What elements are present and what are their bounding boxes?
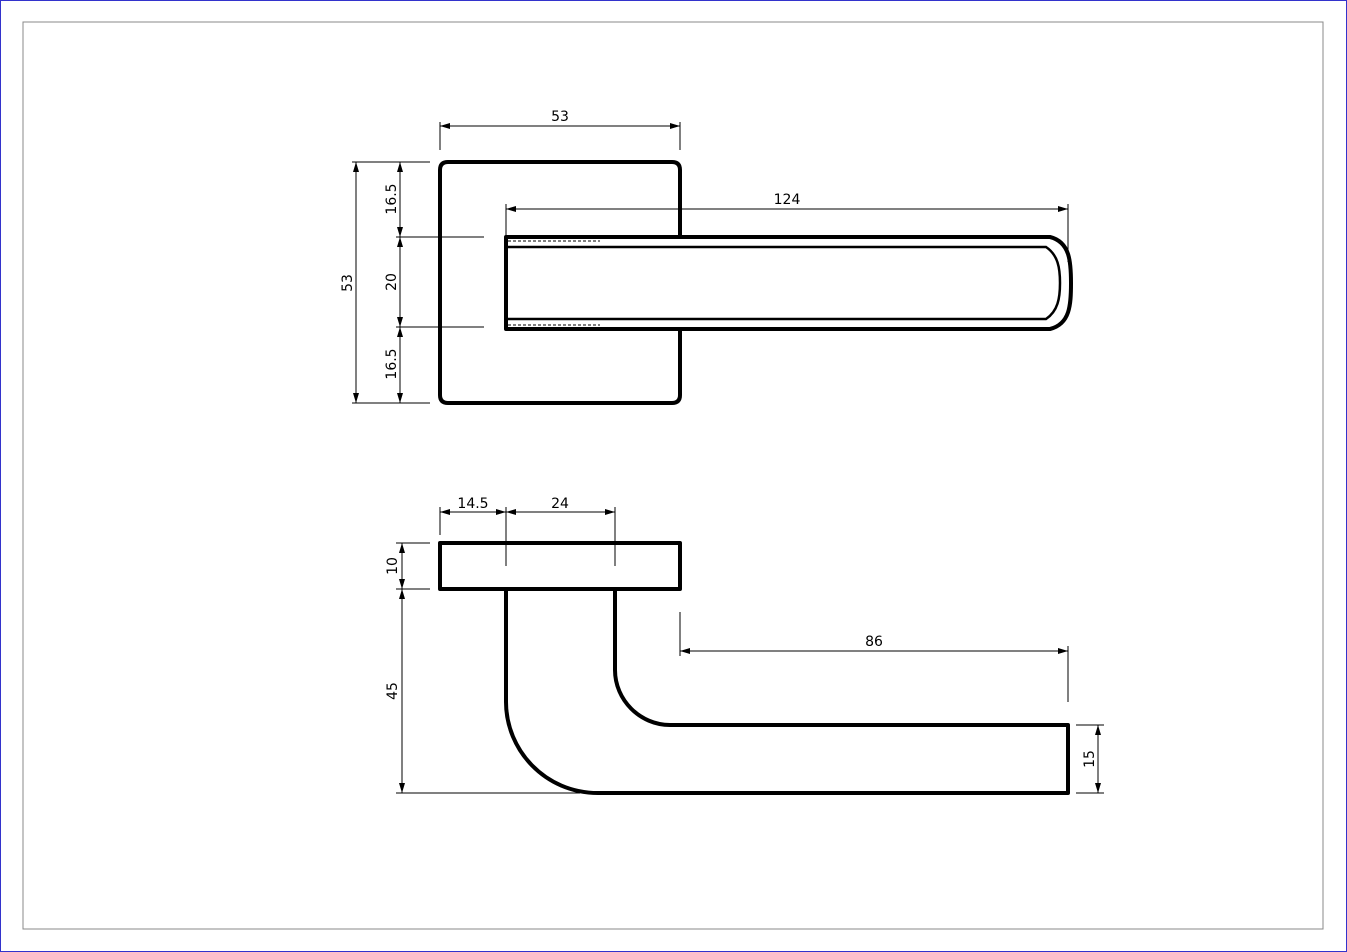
rose-plate-outline — [438, 160, 682, 405]
dim-rose-thickness: 10 — [385, 557, 401, 575]
dim-lever-height: 45 — [385, 682, 401, 700]
dim-stem-width: 24 — [551, 496, 569, 512]
dim-lever-reach: 86 — [865, 634, 883, 650]
top-view: 53 124 53 16.5 20 16.5 — [340, 109, 1073, 405]
lever-side-outline — [504, 587, 1070, 795]
dim-plate-height: 53 — [340, 274, 356, 292]
dim-upper-offset: 16.5 — [384, 183, 400, 214]
dim-plate-width: 53 — [551, 109, 569, 125]
dim-lever-thickness: 15 — [1082, 750, 1098, 768]
dim-lower-offset: 16.5 — [384, 348, 400, 379]
lever-inner-outline — [506, 245, 1062, 321]
side-view: 14.5 24 10 45 86 15 — [385, 496, 1104, 795]
dim-lever-width: 20 — [384, 273, 400, 291]
dim-rose-offset: 14.5 — [457, 496, 488, 512]
dim-lever-length: 124 — [774, 192, 801, 208]
lever-outline — [504, 235, 1073, 331]
rose-side-outline — [438, 541, 682, 591]
inner-frame — [22, 21, 1324, 930]
